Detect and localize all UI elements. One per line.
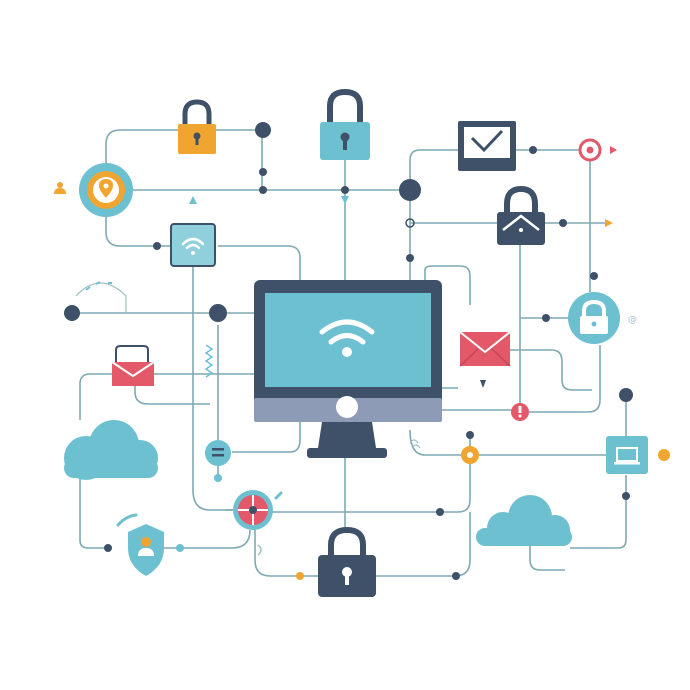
desktop-monitor: [254, 280, 442, 458]
monitor-screen: [265, 293, 431, 387]
laptop-box: [606, 436, 648, 474]
laptop-icon: [616, 447, 638, 462]
padlock-navy-bottom: [318, 526, 376, 597]
user-icon: [54, 182, 66, 194]
location-pin-badge: [54, 163, 133, 217]
padlock-navy-right: [497, 185, 545, 245]
alert-pin: [511, 403, 529, 421]
wifi-icon: [181, 237, 205, 250]
orange-marker: [461, 446, 479, 464]
compass-target: [233, 490, 283, 556]
target-icon: [586, 146, 594, 154]
alert-target: [578, 138, 602, 162]
checkmark-icon: [470, 129, 504, 153]
cloud-right: [476, 495, 572, 546]
padlock-teal-top: [320, 88, 370, 160]
cloud-icon: [64, 420, 158, 480]
envelope-icon: [111, 361, 155, 378]
decorative-marks: [85, 281, 421, 449]
wifi-icon: [319, 319, 375, 345]
cloud-icon: [476, 495, 572, 546]
padlock-orange: [178, 99, 216, 154]
email-left: [111, 345, 155, 386]
junction-dots: [64, 122, 670, 580]
user-icon: [138, 548, 154, 556]
decoration-mark: @: [628, 315, 637, 325]
settings-node: [205, 440, 231, 466]
monitor-check: [458, 121, 516, 171]
shield-user: [116, 513, 164, 576]
padlock-teal-circle: @: [568, 292, 637, 344]
cloud-left: [64, 420, 158, 480]
envelope-icon: [459, 331, 511, 354]
wifi-box: [170, 223, 216, 267]
email-right: [459, 331, 511, 367]
